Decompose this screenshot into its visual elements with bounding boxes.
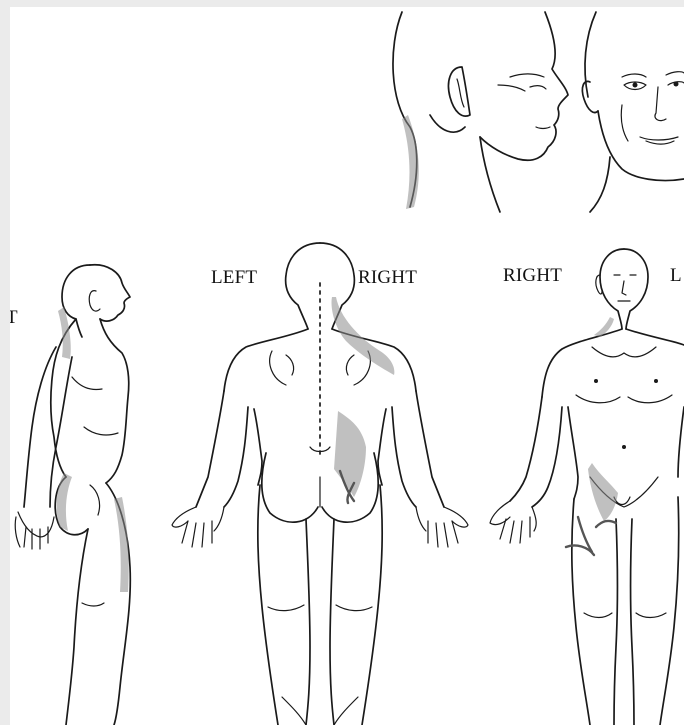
head-front-view: [582, 12, 684, 212]
body-front-view: [490, 249, 684, 725]
body-back-view: [172, 243, 468, 725]
back-view-left-label: LEFT: [211, 267, 257, 289]
front-view-left-label: L: [670, 265, 682, 287]
body-diagram: [10, 7, 684, 725]
side-view-label: T: [10, 307, 18, 329]
front-view-right-label: RIGHT: [503, 265, 562, 287]
back-view-right-label: RIGHT: [358, 267, 417, 289]
body-chart-sheet: LEFT RIGHT RIGHT L T: [10, 7, 684, 725]
head-side-view: [393, 12, 568, 212]
body-side-view: [15, 265, 130, 725]
